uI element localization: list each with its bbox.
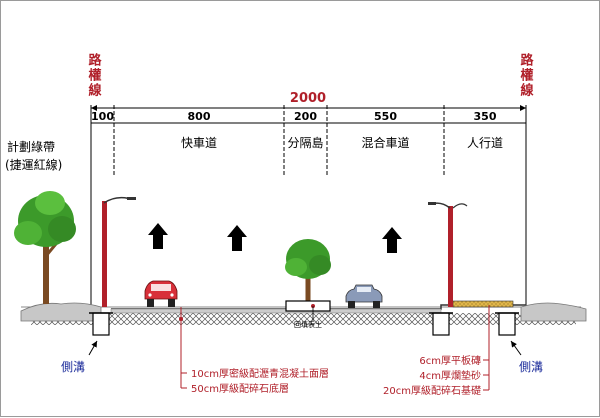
tree-icon <box>14 191 76 304</box>
segment-labels: 100 800 快車道 200 分隔島 550 混合車道 350 人行道 <box>91 110 503 150</box>
segment-name-label: 快車道 <box>181 136 217 150</box>
green-belt-label: 計劃綠帶 <box>7 139 55 154</box>
pavement-layer-surface: 10cm厚密級配瀝青混凝土面層 <box>191 367 329 380</box>
row-label-right: 路權線 <box>518 52 534 98</box>
left-ditch <box>89 312 113 336</box>
segment-ticks <box>90 105 527 313</box>
right-ditch-pointer <box>510 340 522 356</box>
right-soil-mound <box>520 302 587 322</box>
right-ditch-label: 側溝 <box>519 360 543 374</box>
segment-width-label: 550 <box>374 110 397 123</box>
segment-width-label: 100 <box>91 110 114 123</box>
direction-arrow-icon <box>148 223 168 249</box>
metro-line-note: (捷運紅線) <box>5 157 62 172</box>
left-soil-mound <box>20 302 102 322</box>
street-lamp-icon <box>102 196 136 307</box>
right-ditch <box>495 312 519 336</box>
sidewalk-layer-base: 20cm厚級配碎石基礎 <box>383 384 481 397</box>
asphalt-layer <box>110 308 442 314</box>
sidewalk-sand-layer <box>452 300 514 308</box>
island-fill-label: 回填表土 <box>294 320 322 329</box>
row-label-left-text: 路權線 <box>86 52 102 98</box>
segment-width-label: 200 <box>294 110 317 123</box>
pavement-layer-base: 50cm厚級配碎石底層 <box>191 382 289 395</box>
right-ditch-inner <box>429 312 453 336</box>
row-label-left: 路權線 <box>86 52 102 98</box>
pavement-callout-dot <box>179 317 183 321</box>
direction-arrow-icon <box>227 225 247 251</box>
left-ditch-pointer <box>88 340 98 356</box>
blue-car-icon <box>345 284 383 308</box>
direction-arrow-icon <box>382 227 402 253</box>
median-island <box>285 300 331 312</box>
total-width-label: 2000 <box>290 91 326 106</box>
segment-name-label: 人行道 <box>467 136 503 150</box>
island-tree-icon <box>285 239 331 303</box>
red-car-icon <box>144 280 178 307</box>
segment-width-label: 800 <box>188 110 211 123</box>
segment-width-label: 350 <box>474 110 497 123</box>
street-lamp-right-icon <box>428 202 468 307</box>
segment-name-label: 分隔島 <box>287 135 323 150</box>
segment-name-label: 混合車道 <box>361 135 409 150</box>
sidewalk-layer-sand: 4cm厚爛墊砂 <box>419 369 481 382</box>
left-ditch-label: 側溝 <box>61 360 85 374</box>
sidewalk-layer-pavers: 6cm厚平板磚 <box>419 354 481 367</box>
row-label-right-text: 路權線 <box>518 52 534 98</box>
